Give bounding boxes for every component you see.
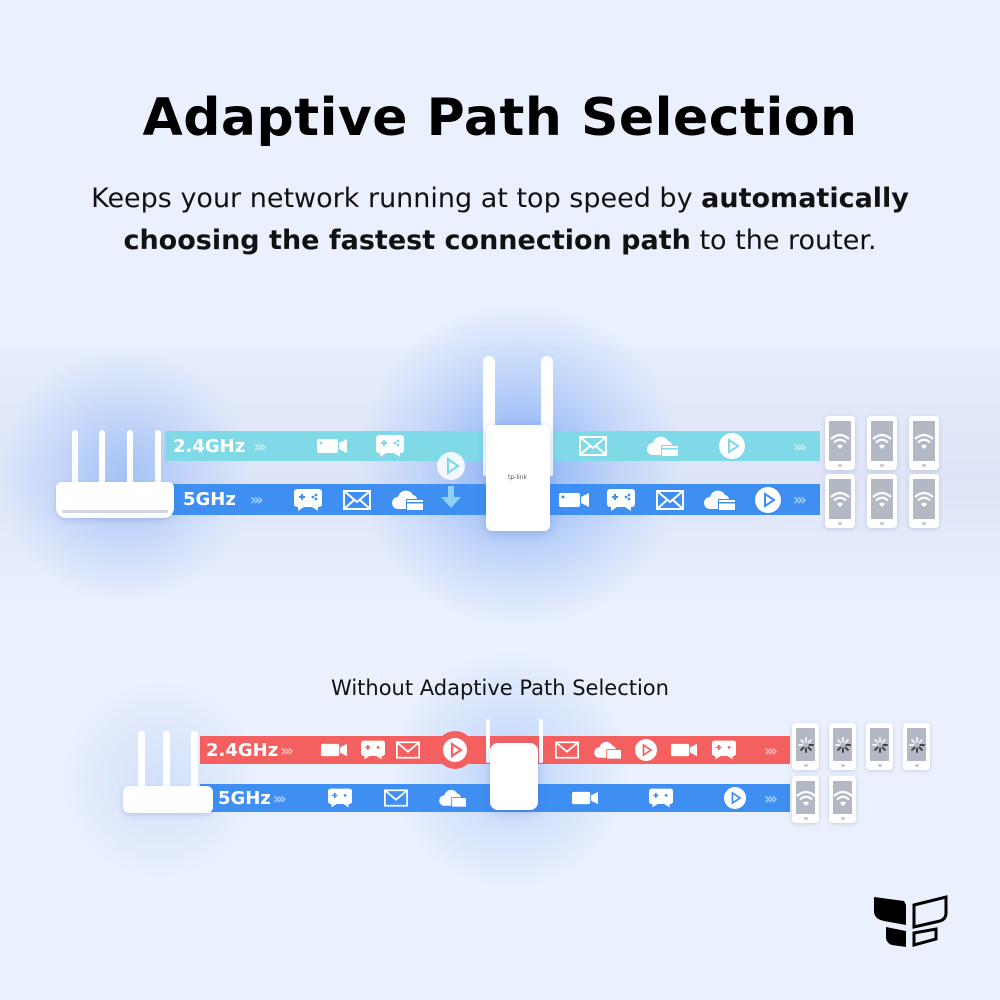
wifi-icon bbox=[829, 432, 851, 450]
gamepad-icon bbox=[328, 789, 352, 808]
mail-icon bbox=[396, 741, 420, 759]
subtitle-emphasis: automatically bbox=[701, 183, 909, 214]
mail-icon bbox=[656, 490, 684, 510]
video-camera-icon bbox=[317, 437, 347, 455]
wifi-icon bbox=[829, 490, 851, 508]
video-camera-icon bbox=[671, 742, 697, 758]
gamepad-icon bbox=[361, 741, 385, 760]
page-title: Adaptive Path Selection bbox=[0, 88, 1000, 148]
smartphone-device bbox=[829, 776, 856, 823]
subtitle-text: Keeps your network running at top speed … bbox=[91, 183, 692, 214]
cloud-folder-icon bbox=[594, 741, 622, 760]
loading-spinner-icon bbox=[798, 737, 814, 753]
smartphone-device bbox=[903, 723, 930, 770]
section-caption: Without Adaptive Path Selection bbox=[0, 676, 1000, 700]
arrow-down-icon bbox=[441, 486, 461, 512]
mail-icon bbox=[343, 490, 371, 510]
router-signal-glow bbox=[60, 680, 260, 880]
band-label: 2.4GHz bbox=[173, 436, 245, 457]
mail-icon bbox=[384, 789, 408, 807]
wifi-icon bbox=[913, 432, 935, 450]
cloud-folder-icon bbox=[439, 789, 467, 808]
subtitle-text: to the router. bbox=[699, 225, 876, 256]
chevron-icon: ››› bbox=[280, 741, 291, 760]
cloud-folder-icon bbox=[704, 489, 736, 511]
loading-spinner-icon bbox=[872, 737, 888, 753]
play-icon bbox=[755, 487, 781, 513]
chevron-icon: ››› bbox=[793, 490, 804, 509]
switching-play-icon bbox=[436, 451, 466, 485]
cloud-folder-icon bbox=[392, 489, 424, 511]
video-camera-icon bbox=[559, 491, 589, 509]
wifi-icon bbox=[871, 490, 893, 508]
smartphone-device bbox=[825, 474, 855, 528]
chevron-icon: ››› bbox=[764, 741, 775, 760]
mail-icon bbox=[555, 741, 579, 759]
loading-spinner-icon bbox=[835, 737, 851, 753]
mail-icon bbox=[579, 436, 607, 456]
video-camera-icon bbox=[572, 790, 598, 806]
tp-link-logo-icon: tp-link bbox=[508, 474, 527, 481]
chevron-icon: ››› bbox=[764, 789, 775, 808]
loading-spinner-icon bbox=[909, 737, 925, 753]
band-label: 5GHz bbox=[218, 788, 271, 809]
router-signal-glow bbox=[0, 350, 250, 600]
play-icon bbox=[635, 739, 657, 761]
wifi-icon bbox=[795, 789, 817, 807]
smartphone-device bbox=[909, 416, 939, 470]
smartphone-device bbox=[866, 723, 893, 770]
chevron-icon: ››› bbox=[273, 789, 284, 808]
smartphone-device bbox=[792, 776, 819, 823]
band-label: 5GHz bbox=[183, 489, 236, 510]
band-label: 2.4GHz bbox=[206, 740, 278, 761]
gamepad-icon bbox=[649, 789, 673, 808]
play-icon bbox=[719, 433, 745, 459]
smartphone-device bbox=[867, 416, 897, 470]
chevron-icon: ››› bbox=[253, 437, 264, 456]
wifi-icon bbox=[913, 490, 935, 508]
chevron-icon: ››› bbox=[793, 437, 804, 456]
gamepad-icon bbox=[712, 741, 736, 760]
gamepad-icon bbox=[294, 489, 322, 511]
book-logo-icon bbox=[872, 895, 950, 953]
smartphone-device bbox=[909, 474, 939, 528]
play-icon bbox=[724, 787, 746, 809]
video-camera-icon bbox=[321, 742, 347, 758]
page-subtitle: Keeps your network running at top speed … bbox=[0, 178, 1000, 262]
wifi-icon bbox=[832, 789, 854, 807]
smartphone-device bbox=[829, 723, 856, 770]
gamepad-icon bbox=[607, 489, 635, 511]
smartphone-device bbox=[792, 723, 819, 770]
subtitle-emphasis: choosing the fastest connection path bbox=[123, 225, 690, 256]
smartphone-device bbox=[825, 416, 855, 470]
play-icon-congested bbox=[436, 731, 474, 769]
gamepad-icon bbox=[376, 435, 404, 457]
cloud-folder-icon bbox=[647, 435, 679, 457]
chevron-icon: ››› bbox=[250, 490, 261, 509]
smartphone-device bbox=[867, 474, 897, 528]
wifi-icon bbox=[871, 432, 893, 450]
